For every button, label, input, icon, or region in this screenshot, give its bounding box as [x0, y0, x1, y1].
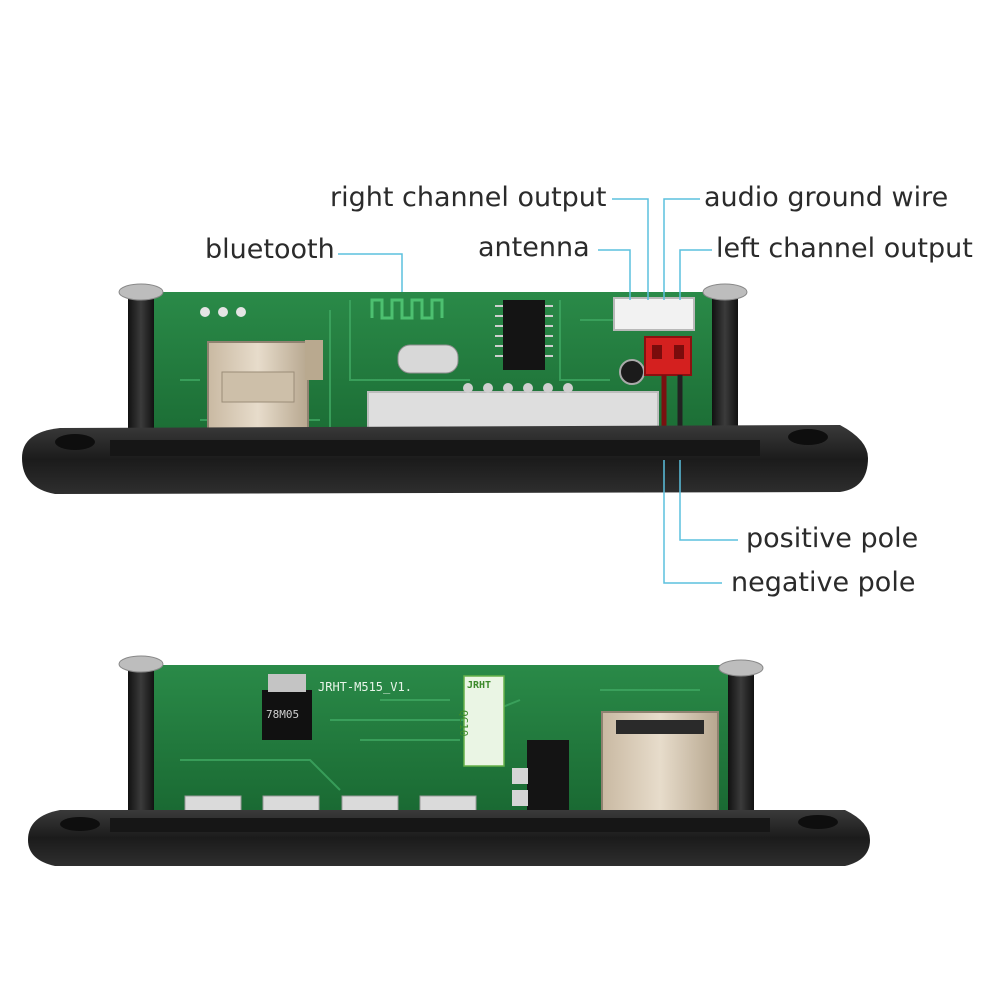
white-output-connector	[613, 297, 695, 331]
top-bezel	[22, 425, 868, 494]
label-left-channel-output: left channel output	[716, 233, 973, 264]
qc-sticker	[463, 675, 505, 767]
left-mount-post	[128, 296, 154, 446]
label-positive-pole: positive pole	[746, 523, 919, 554]
label-negative-pole: negative pole	[731, 567, 916, 598]
label-bluetooth: bluetooth	[205, 234, 335, 265]
top-module	[22, 283, 868, 494]
red-power-connector	[644, 336, 692, 376]
crystal-oscillator	[397, 344, 459, 374]
regulator-marking: 78M05	[266, 708, 300, 721]
bottom-module	[28, 655, 870, 866]
main-chip	[503, 300, 545, 370]
callout-lines	[338, 198, 738, 584]
slide-switch	[527, 740, 569, 822]
label-audio-ground-wire: audio ground wire	[704, 182, 949, 213]
label-right-channel-output: right channel output	[330, 182, 607, 213]
label-antenna: antenna	[478, 232, 590, 263]
voltage-regulator	[262, 690, 312, 740]
qc-label-marking: QC10	[457, 710, 470, 737]
right-mount-post	[712, 296, 738, 446]
capacitor	[619, 359, 645, 385]
bluetooth-antenna-trace	[370, 298, 444, 320]
board-model-marking: JRHT-M515_V1.	[318, 680, 412, 694]
qc-brand-marking: JRHT	[467, 680, 492, 691]
